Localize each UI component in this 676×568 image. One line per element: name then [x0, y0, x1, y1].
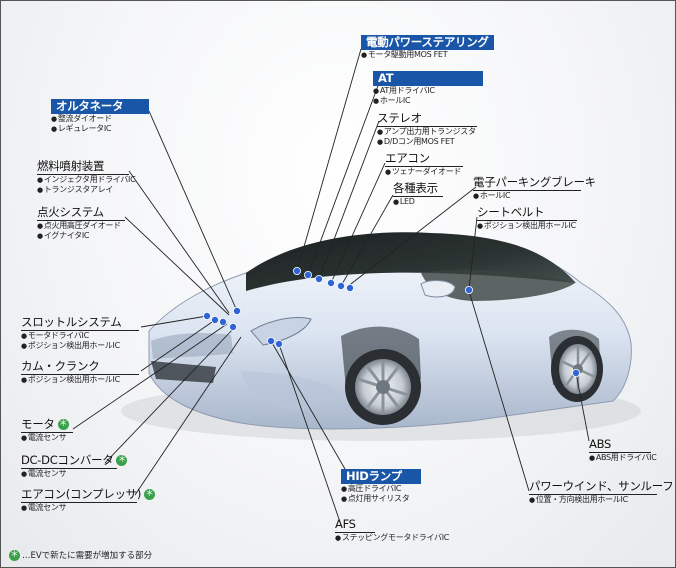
title-display: 各種表示 [393, 181, 438, 195]
label-at: AT AT用ドライバIC ホールIC [373, 71, 483, 106]
label-power-steering: 電動パワーステアリング モータ駆動用MOS FET [361, 35, 494, 60]
item-dcdc-1: 電流センサ [21, 469, 127, 479]
label-motor: モータ＊ 電流センサ [21, 417, 73, 443]
label-parking-brake: 電子パーキングブレーキ ホールIC [473, 175, 596, 201]
title-afs: AFS [335, 517, 356, 531]
item-stereo-1: アンプ出力用トランジスタ [377, 127, 477, 137]
title-power-window: パワーウインド、サンルーフ [529, 479, 674, 493]
title-stereo: ステレオ [377, 111, 422, 125]
label-stereo: ステレオ アンプ出力用トランジスタ D/Dコン用MOS FET [377, 111, 477, 147]
item-afs-1: ステッピングモータドライバIC [335, 533, 450, 543]
item-fuel-injection-1: インジェクタ用ドライバIC [37, 175, 136, 185]
item-alternator-1: 整流ダイオード [51, 114, 149, 124]
label-hid: HIDランプ 高圧ドライバIC 点灯用サイリスタ [341, 469, 421, 504]
title-power-steering: 電動パワーステアリング [361, 35, 494, 50]
title-seatbelt: シートベルト [477, 205, 545, 219]
item-at-1: AT用ドライバIC [373, 86, 483, 96]
title-aircon-compressor-text: エアコン(コンプレッサ) [21, 487, 142, 501]
title-parking-brake: 電子パーキングブレーキ [473, 175, 596, 189]
label-throttle: スロットルシステム モータドライバIC ポジション検出用ホールIC [21, 315, 139, 351]
title-throttle: スロットルシステム [21, 315, 122, 329]
title-ignition: 点火システム [37, 205, 104, 219]
label-display: 各種表示 LED [393, 181, 443, 207]
item-display-1: LED [393, 197, 443, 207]
item-cam-crank-1: ポジション検出用ホールIC [21, 375, 139, 385]
title-motor-text: モータ [21, 417, 55, 431]
item-stereo-2: D/Dコン用MOS FET [377, 137, 477, 147]
legend-ev-mark: ＊ [9, 550, 20, 561]
label-seatbelt: シートベルト ポジション検出用ホールIC [477, 205, 577, 231]
label-alternator: オルタネータ 整流ダイオード レギュレータIC [51, 99, 149, 134]
item-power-steering-1: モータ駆動用MOS FET [361, 50, 494, 60]
item-hid-2: 点灯用サイリスタ [341, 494, 421, 504]
item-aircon-compressor-1: 電流センサ [21, 503, 155, 513]
item-abs-1: ABS用ドライバIC [589, 453, 657, 463]
label-afs: AFS ステッピングモータドライバIC [335, 517, 449, 543]
item-ignition-2: イグナイタIC [37, 231, 125, 241]
label-abs: ABS ABS用ドライバIC [589, 437, 657, 463]
item-throttle-2: ポジション検出用ホールIC [21, 341, 139, 351]
item-motor-1: 電流センサ [21, 433, 73, 443]
title-fuel-injection: 燃料噴射装置 [37, 159, 105, 173]
title-at: AT [373, 71, 483, 86]
title-abs: ABS [589, 437, 611, 451]
label-power-window: パワーウインド、サンルーフ 位置・方向検出用ホールIC [529, 479, 674, 505]
item-aircon-1: ツェナーダイオード [385, 167, 463, 177]
label-dcdc: DC-DCコンバータ＊ 電流センサ [21, 453, 128, 479]
item-seatbelt-1: ポジション検出用ホールIC [477, 221, 577, 231]
item-parking-brake-1: ホールIC [473, 191, 596, 201]
item-ignition-1: 点火用高圧ダイオード [37, 221, 125, 231]
label-aircon: エアコン ツェナーダイオード [385, 151, 463, 177]
ev-mark-aircon-compressor: ＊ [144, 489, 156, 500]
title-dcdc-text: DC-DCコンバータ [21, 453, 114, 467]
item-power-window-1: 位置・方向検出用ホールIC [529, 495, 673, 505]
label-ignition: 点火システム 点火用高圧ダイオード イグナイタIC [37, 205, 125, 241]
title-dcdc: DC-DCコンバータ＊ [21, 453, 128, 467]
title-hid: HIDランプ [341, 469, 421, 484]
label-cam-crank: カム・クランク ポジション検出用ホールIC [21, 359, 139, 385]
item-hid-1: 高圧ドライバIC [341, 484, 421, 494]
title-aircon-compressor: エアコン(コンプレッサ)＊ [21, 487, 156, 501]
title-cam-crank: カム・クランク [21, 359, 100, 373]
legend: ＊…EVで新たに需要が増加する部分 [9, 549, 152, 561]
item-fuel-injection-2: トランジスタアレイ [37, 185, 135, 195]
item-alternator-2: レギュレータIC [51, 124, 149, 134]
ev-mark-dcdc: ＊ [116, 455, 128, 466]
legend-text: …EVで新たに需要が増加する部分 [22, 551, 153, 561]
title-aircon: エアコン [385, 151, 430, 165]
ev-mark-motor: ＊ [57, 419, 69, 430]
item-at-2: ホールIC [373, 96, 483, 106]
item-throttle-1: モータドライバIC [21, 331, 139, 341]
label-fuel-injection: 燃料噴射装置 インジェクタ用ドライバIC トランジスタアレイ [37, 159, 136, 195]
label-aircon-compressor: エアコン(コンプレッサ)＊ 電流センサ [21, 487, 156, 513]
title-alternator: オルタネータ [51, 99, 149, 114]
title-motor: モータ＊ [21, 417, 73, 431]
